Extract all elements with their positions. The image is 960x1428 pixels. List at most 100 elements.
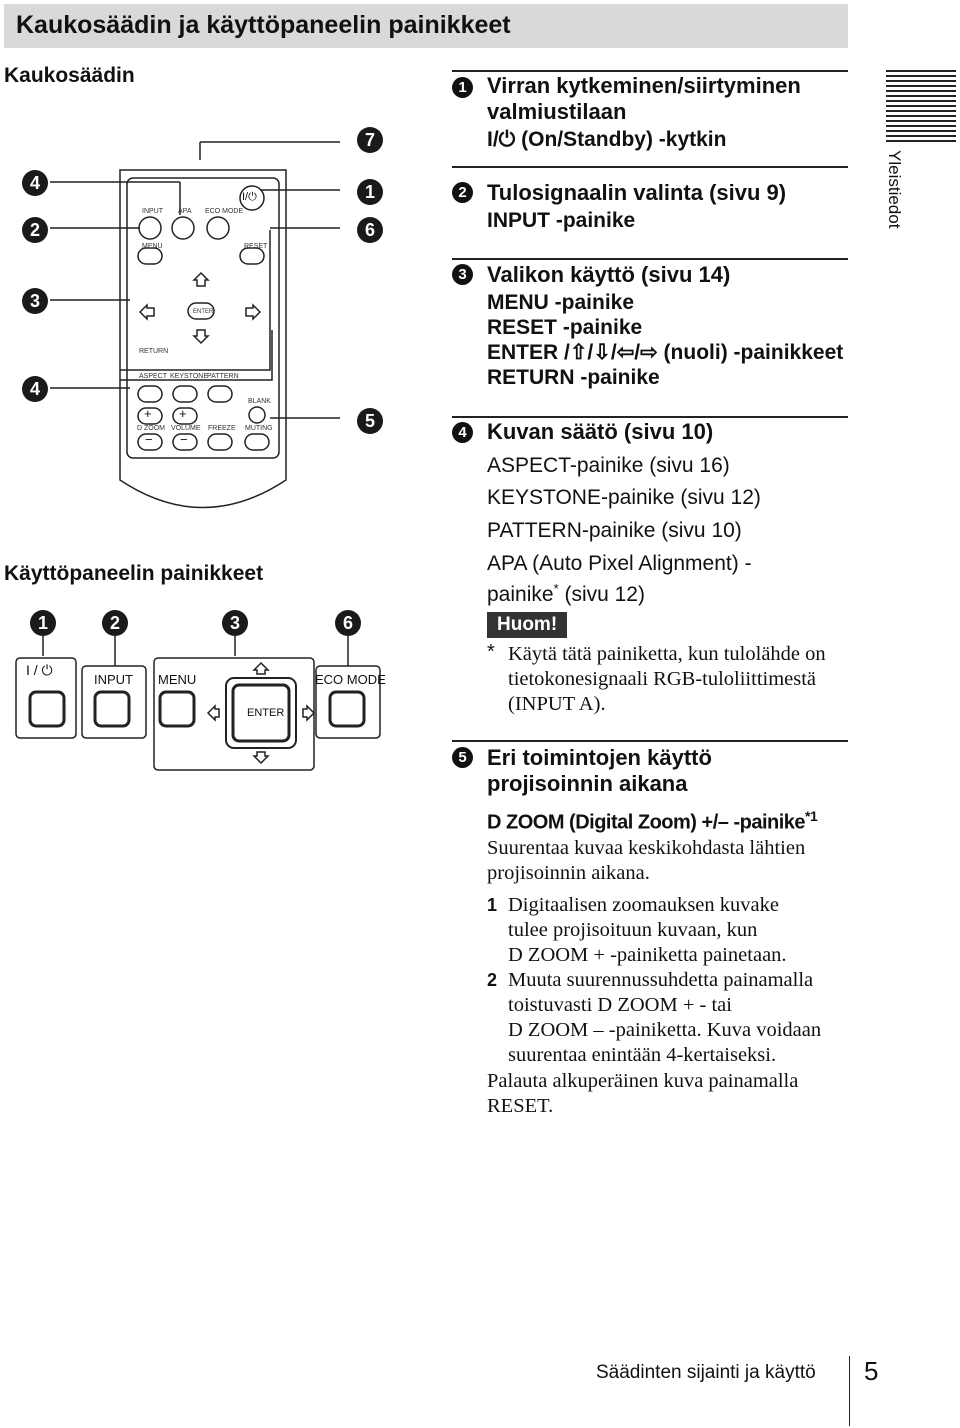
page-title: Kaukosäädin ja käyttöpaneelin painikkeet (16, 11, 511, 39)
divider (452, 740, 848, 742)
callout-1: 1 (357, 179, 383, 205)
divider (452, 70, 848, 72)
section-3-line1: MENU -painike (487, 291, 635, 314)
dzoom-footnote: *1 (805, 808, 818, 824)
dzoom-subtitle: D ZOOM (Digital Zoom) +/– -painike*1 (487, 808, 818, 835)
note-line2: tietokonesignaali RGB-tuloliittimestä (508, 668, 817, 690)
remote-aspect-label: ASPECT (139, 373, 168, 380)
section-5-number: 5 (452, 747, 473, 768)
remote-dzoom-minus: − (145, 432, 153, 447)
divider (452, 166, 848, 168)
callout-4-bottom: 4 (22, 376, 48, 402)
step-1-line3: D ZOOM + -painiketta painetaan. (508, 944, 787, 966)
section-1-title-line1: Virran kytkeminen/siirtyminen (487, 73, 801, 98)
panel-callout-3: 3 (222, 610, 248, 636)
section-4-line4a: APA (Auto Pixel Alignment) - (487, 552, 752, 575)
callout-3: 3 (22, 288, 48, 314)
section-4-title: Kuvan säätö (sivu 10) (487, 419, 714, 444)
remote-eco-label: ECO MODE (205, 208, 244, 215)
section-2-number: 2 (452, 182, 473, 203)
remote-menu-label: MENU (142, 243, 163, 250)
s5-reset-line2: RESET. (487, 1095, 554, 1117)
control-panel-illustration (15, 636, 381, 771)
remote-illustration (50, 141, 340, 509)
section-4-line1: ASPECT-painike (sivu 16) (487, 454, 730, 477)
note-line1: Käytä tätä painiketta, kun tulolähde on (508, 643, 826, 665)
step-2-line3: D ZOOM – -painiketta. Kuva voidaan (508, 1019, 822, 1041)
callout-6: 6 (357, 217, 383, 243)
callout-4-top: 4 (22, 170, 48, 196)
callout-7: 7 (357, 127, 383, 153)
panel-menu-label: MENU (158, 672, 197, 687)
remote-freeze-label: FREEZE (208, 425, 236, 432)
remote-apa-label: APA (178, 208, 192, 215)
step-2-line2: toistuvasti D ZOOM + - tai (508, 994, 732, 1016)
section-4-number: 4 (452, 422, 473, 443)
footnote-star: * (553, 581, 559, 596)
note-label: Huom! (487, 612, 568, 638)
remote-keystone-label: KEYSTONE (170, 373, 208, 380)
remote-volume-plus: + (179, 406, 187, 421)
divider (452, 258, 848, 260)
note-star: * (487, 641, 495, 663)
remote-heading: Kaukosäädin (4, 64, 135, 87)
section-1-line: I/⏻ (On/Standby) -kytkin (487, 128, 727, 151)
step-2-line4: suurentaa enintään 4-kertaiseksi. (508, 1044, 777, 1066)
callout-5: 5 (357, 408, 383, 434)
sidebar-label: Yleistiedot (885, 150, 904, 229)
remote-dzoom-plus: + (144, 406, 152, 421)
panel-eco-label: ECO MODE (315, 672, 386, 687)
section-2-title: Tulosignaalin valinta (sivu 9) (487, 180, 787, 205)
apa-word: painike (487, 583, 554, 606)
section-2-line: INPUT -painike (487, 209, 636, 232)
remote-pattern-label: PATTERN (207, 373, 239, 380)
divider (452, 416, 848, 418)
panel-callout-1: 1 (30, 610, 56, 636)
remote-muting-label: MUTING (245, 425, 273, 432)
step-2-number: 2 (487, 970, 498, 990)
s5-para-line1: Suurentaa kuvaa keskikohdasta lähtien (487, 837, 806, 859)
section-4-line4b: painike* (sivu 12) (487, 576, 645, 607)
section-4-line3: PATTERN-painike (sivu 10) (487, 519, 742, 542)
panel-callout-6: 6 (335, 610, 361, 636)
section-1-title-line2: valmiustilaan (487, 99, 627, 124)
remote-volume-minus: − (180, 432, 188, 447)
section-3-line2: RESET -painike (487, 316, 643, 339)
remote-reset-label: RESET (244, 243, 268, 250)
page-number: 5 (864, 1356, 879, 1386)
remote-power-label: I/⏻ (242, 191, 257, 203)
section-3-line3: ENTER /⇧/⇩/⇦/⇨ (nuoli) -painikkeet (487, 341, 844, 364)
panel-enter-label: ENTER (247, 707, 285, 719)
section-3-number: 3 (452, 264, 473, 285)
panel-input-label: INPUT (94, 672, 133, 687)
s5-para-line2: projisoinnin aikana. (487, 862, 650, 884)
remote-enter-label: ENTER (193, 309, 214, 315)
step-1-line1: Digitaalisen zoomauksen kuvake (508, 894, 779, 916)
section-5-title-line2: projisoinnin aikana (487, 771, 688, 796)
sidebar-tab-stripes (886, 70, 956, 142)
remote-dzoom-label: D ZOOM (137, 425, 165, 432)
callout-2: 2 (22, 217, 48, 243)
remote-return-label: RETURN (139, 348, 169, 355)
section-1-number: 1 (452, 77, 473, 98)
section-3-title: Valikon käyttö (sivu 14) (487, 262, 731, 287)
remote-volume-label: VOLUME (171, 425, 201, 432)
remote-input-label: INPUT (142, 208, 163, 215)
panel-callout-2: 2 (102, 610, 128, 636)
remote-blank-label: BLANK (248, 398, 271, 405)
step-1-line2: tulee projisoituun kuvaan, kun (508, 919, 758, 941)
footer-text: Säädinten sijainti ja käyttö (596, 1362, 816, 1383)
section-header: Kaukosäädin ja käyttöpaneelin painikkeet (4, 4, 848, 48)
section-5-title-line1: Eri toimintojen käyttö (487, 745, 712, 770)
footer-divider (849, 1356, 850, 1426)
note-line3: (INPUT A). (508, 693, 606, 715)
step-2-line1: Muuta suurennussuhdetta painamalla (508, 969, 814, 991)
s5-reset-line1: Palauta alkuperäinen kuva painamalla (487, 1070, 799, 1092)
panel-heading: Käyttöpaneelin painikkeet (4, 562, 264, 585)
section-4-line2: KEYSTONE-painike (sivu 12) (487, 486, 761, 509)
step-1-number: 1 (487, 895, 498, 915)
section-3-line4: RETURN -painike (487, 366, 660, 389)
apa-page: (sivu 12) (558, 583, 645, 606)
dzoom-subtitle-text: D ZOOM (Digital Zoom) +/– -painike (487, 811, 806, 834)
panel-power-label: I / ⏻ (26, 662, 53, 678)
